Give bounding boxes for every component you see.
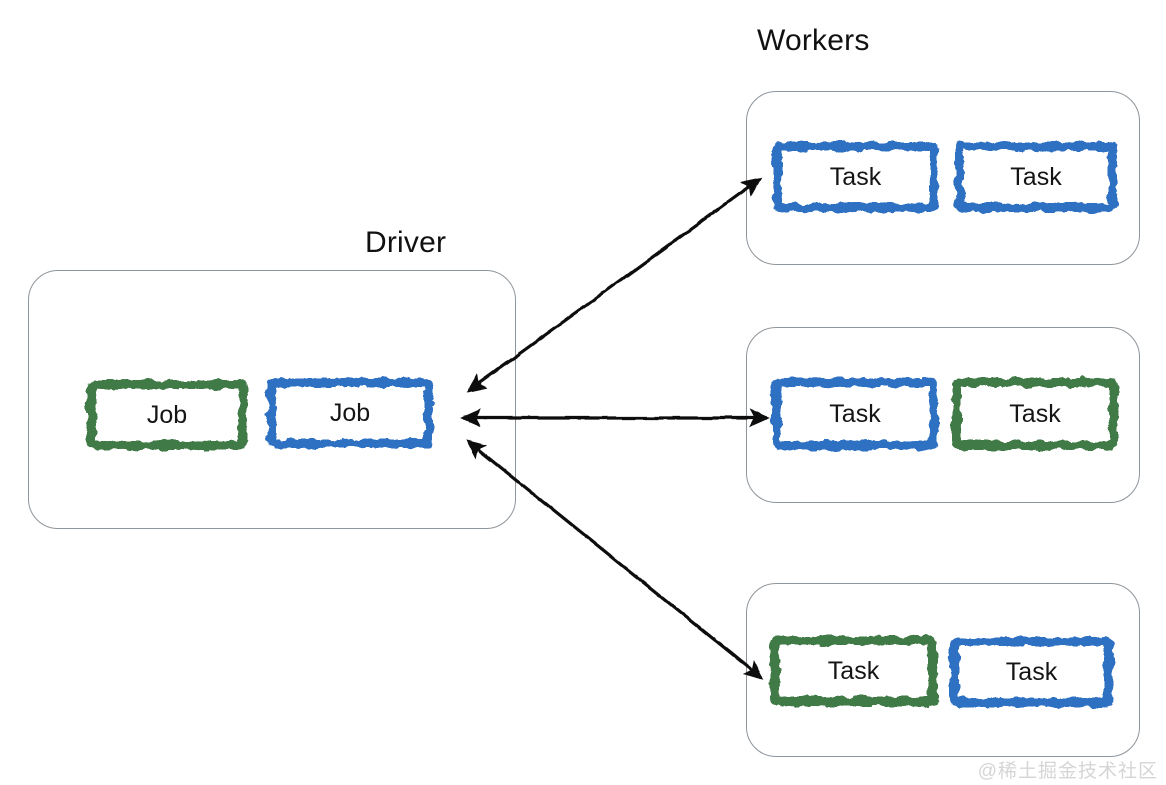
workers-title: Workers [757, 24, 870, 57]
task-label: Task [827, 656, 880, 685]
job-label: Job [329, 398, 371, 427]
task-label: Task [829, 162, 882, 191]
watermark-text: @稀土掘金技术社区 [977, 761, 1158, 782]
task-label: Task [829, 399, 881, 428]
task-label: Task [1010, 162, 1062, 191]
task-label: Task [1009, 399, 1061, 428]
driver-title: Driver [365, 226, 447, 259]
job-label: Job [146, 400, 188, 429]
task-label: Task [1005, 657, 1058, 686]
